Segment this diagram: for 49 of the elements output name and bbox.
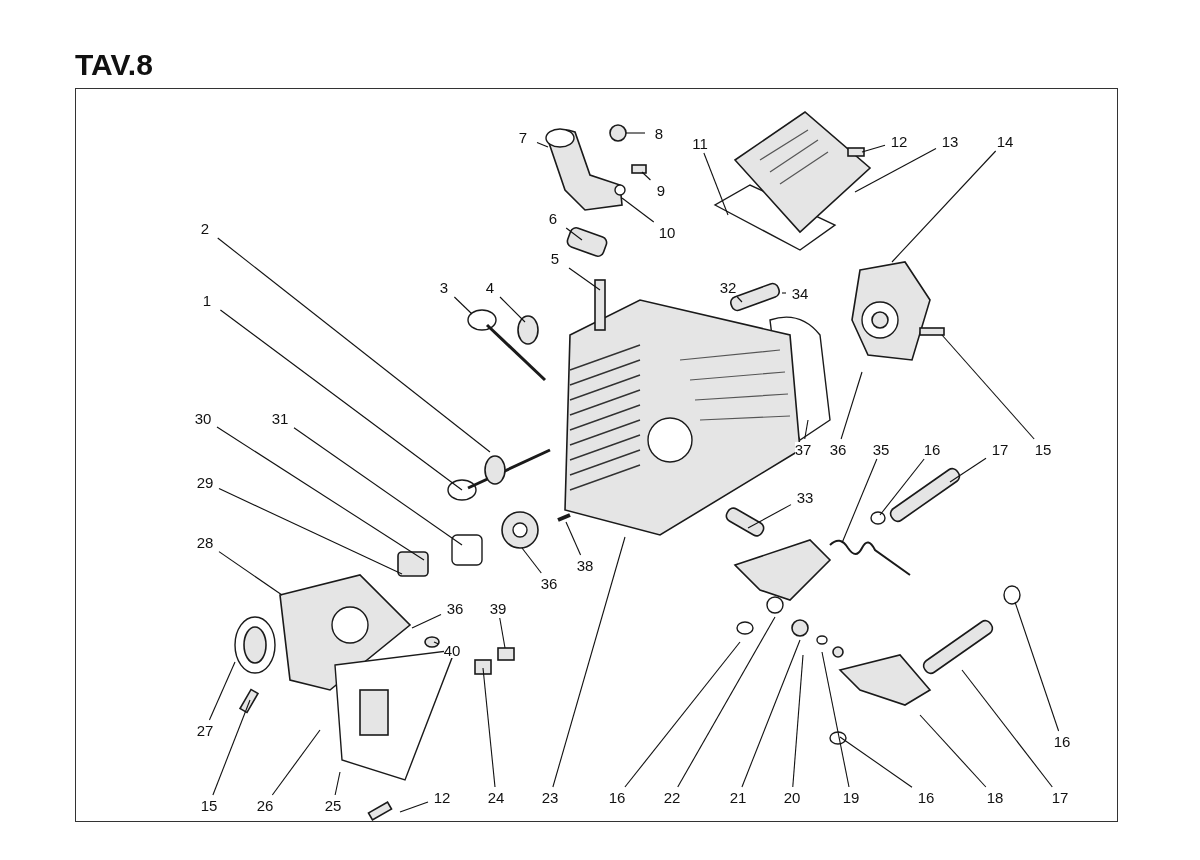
leader-line	[741, 639, 801, 788]
leader-line	[792, 654, 804, 788]
leader-line	[641, 171, 651, 181]
leader-line	[624, 641, 741, 788]
leader-line	[949, 457, 987, 483]
leader-line	[219, 309, 463, 491]
leader-line	[747, 504, 792, 529]
leader-line	[453, 296, 473, 315]
leader-line	[879, 458, 925, 516]
leader-line	[218, 551, 283, 596]
leader-line	[891, 150, 997, 263]
leader-line	[212, 699, 251, 796]
leader-line	[216, 426, 425, 561]
leader-line	[621, 197, 655, 223]
leader-line	[399, 801, 429, 813]
leader-line	[536, 142, 549, 148]
leader-line	[293, 427, 463, 546]
leader-line	[482, 667, 496, 788]
leader-line	[217, 237, 491, 453]
leader-line	[840, 371, 863, 440]
leader-line	[861, 144, 886, 153]
leader-line	[781, 292, 787, 294]
leader-line	[941, 334, 1035, 440]
leader-line	[218, 488, 403, 575]
leader-line	[804, 419, 809, 440]
leader-line	[208, 661, 236, 721]
leader-line	[821, 651, 850, 788]
leader-line	[1014, 601, 1060, 732]
leader-line	[565, 521, 582, 556]
leader-line	[271, 729, 321, 796]
leader-line	[625, 132, 646, 134]
leader-line	[919, 714, 987, 788]
leader-line	[334, 771, 341, 796]
leader-line	[839, 736, 913, 788]
leader-line	[552, 536, 626, 788]
leader-line	[703, 152, 729, 216]
leader-line	[854, 147, 937, 193]
leader-line	[736, 296, 743, 303]
leader-line	[677, 616, 776, 788]
title: TAV.8	[75, 50, 153, 80]
leader-line	[568, 267, 601, 291]
leader-line	[841, 458, 878, 544]
leader-line	[499, 296, 526, 323]
leader-line	[961, 669, 1053, 788]
leader-line	[433, 641, 439, 645]
leader-line	[521, 547, 542, 574]
leader-line	[499, 617, 506, 649]
leader-line	[565, 227, 583, 241]
leader-line	[411, 613, 442, 629]
